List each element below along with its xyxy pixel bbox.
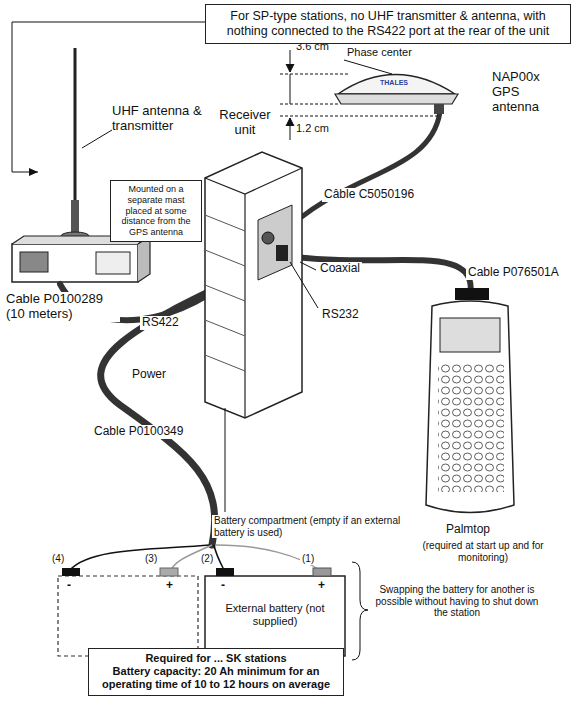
part-label: RS422 <box>140 316 181 330</box>
terminal <box>160 568 178 576</box>
terminal <box>62 568 80 576</box>
part-label: (1) <box>300 553 316 565</box>
note-box: For SP-type stations, no UHF transmitter… <box>205 4 571 44</box>
cable-connector <box>455 288 489 300</box>
transmitter-panel <box>96 252 130 274</box>
note-box: Mounted on a separate mast placed at som… <box>110 180 202 242</box>
part-label: Battery compartment (empty if an externa… <box>212 515 406 538</box>
part-label: Receiver unit <box>212 108 278 138</box>
note-text: Required for ... SK stations <box>95 652 337 665</box>
part-label: - <box>221 579 225 593</box>
terminal <box>313 568 331 576</box>
transmitter-housing <box>12 244 138 282</box>
palmtop-screen <box>440 318 500 352</box>
cable <box>280 112 440 236</box>
optional-battery <box>58 576 198 656</box>
cable <box>288 256 471 296</box>
part-label: Câble C5050196 <box>322 188 416 202</box>
note-arrow <box>12 22 205 172</box>
note-text: For SP-type stations, no UHF transmitter… <box>214 9 562 39</box>
receiver-edge <box>205 168 302 194</box>
part-label: - <box>67 579 71 593</box>
battery-wires <box>70 545 322 572</box>
terminal <box>216 568 234 576</box>
part-label: Swapping the battery for another is poss… <box>372 584 542 619</box>
leader-line <box>290 262 318 308</box>
part-label: Phase center <box>345 46 414 59</box>
receiver-housing <box>205 152 302 418</box>
coaxial-connector <box>262 232 274 244</box>
note-text: Mounted on a separate mast placed at som… <box>115 184 197 238</box>
part-label: (required at start up and for monitoring… <box>398 540 568 563</box>
note-box: Required for ... SK stationsBattery capa… <box>88 648 344 696</box>
part-label: RS232 <box>320 308 361 322</box>
antenna-base <box>71 200 79 234</box>
part-label: UHF antenna & transmitter <box>112 104 207 134</box>
part-label: (3) <box>143 553 159 565</box>
leader-line <box>225 408 226 512</box>
part-label: Cable P0100349 <box>92 425 185 439</box>
gps-antenna-dome <box>338 75 455 95</box>
palmtop-body <box>426 301 514 513</box>
receiver-ribs <box>205 215 245 371</box>
battery-outline <box>205 576 345 656</box>
battery-box: External battery (not supplied) <box>205 576 345 656</box>
note-text: External battery (not supplied) <box>213 602 337 628</box>
dimension-lines <box>280 50 440 140</box>
part-label: Palmtop <box>446 523 490 537</box>
note-text: Battery capacity: 20 Ah minimum for an o… <box>95 665 337 691</box>
transmitter-side <box>138 236 150 282</box>
part-label: (2) <box>199 553 215 565</box>
part-label: + <box>318 579 325 593</box>
receiver-connectors <box>258 205 292 280</box>
palmtop-keys <box>438 362 504 492</box>
bracket <box>352 562 368 660</box>
part-label: 1.2 cm <box>296 122 329 135</box>
part-label: NAP00x GPS antenna <box>492 70 550 115</box>
part-label: Cable P0100289 (10 meters) <box>4 292 120 322</box>
part-label: THALES <box>380 79 408 87</box>
receiver-edge <box>244 194 245 418</box>
part-label: Coaxial <box>318 262 362 276</box>
part-label: + <box>166 579 173 593</box>
leader-line <box>82 130 112 148</box>
part-label: Cable P076501A <box>466 266 561 280</box>
gps-antenna-connector <box>434 104 444 114</box>
gps-antenna-base <box>335 94 458 104</box>
rs232-connector <box>276 245 288 261</box>
transmitter-panel <box>20 252 48 272</box>
part-label: Power <box>130 368 168 382</box>
leader-line <box>300 262 316 270</box>
part-label: (4) <box>50 553 66 565</box>
